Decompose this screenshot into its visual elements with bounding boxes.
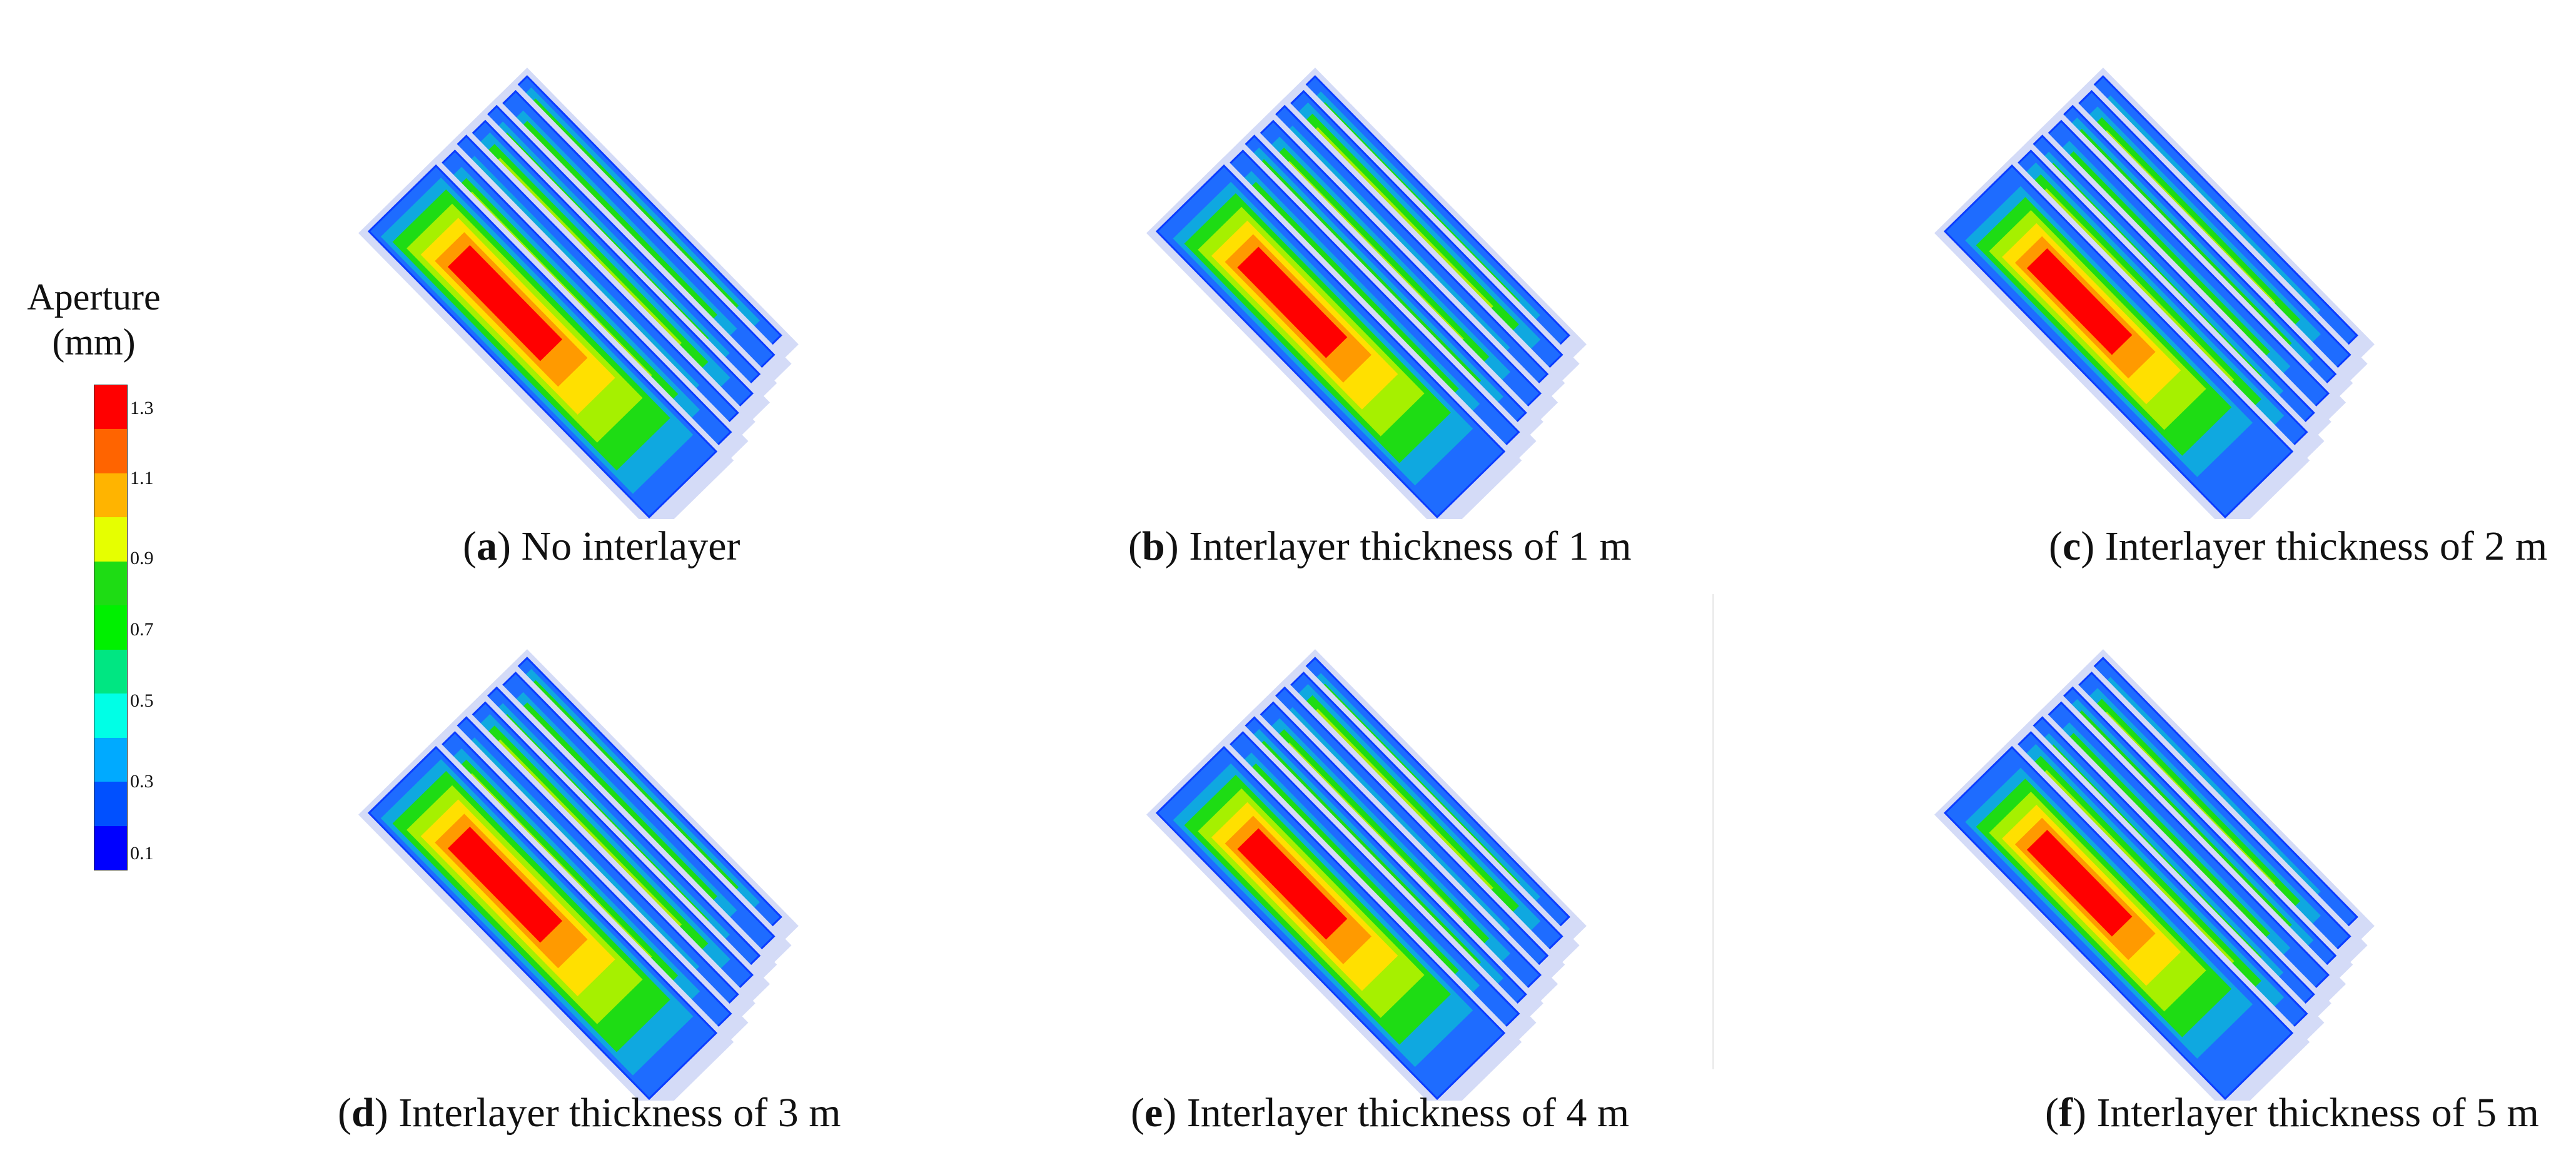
legend-tick: 1.3: [130, 398, 154, 418]
caption-c: (c) Interlayer thickness of 2 m: [2049, 523, 2548, 569]
caption-letter: e: [1144, 1090, 1163, 1136]
fracture-panel-a: [350, 19, 1001, 519]
legend-tick: 0.7: [130, 619, 154, 640]
colorbar-band: [94, 782, 127, 827]
legend-tick: 0.3: [130, 771, 154, 792]
caption-text: Interlayer thickness of 5 m: [2086, 1090, 2539, 1136]
fracture-plot-b: [1146, 68, 1587, 519]
divider-line: [1712, 594, 1714, 1069]
colorbar-band: [94, 694, 127, 739]
colorbar: [94, 385, 128, 870]
colorbar-band: [94, 473, 127, 518]
legend-tick: 0.1: [130, 843, 154, 864]
fracture-plot-f: [1934, 649, 2375, 1101]
colorbar-band: [94, 517, 127, 562]
fracture-plot-d: [358, 649, 799, 1101]
caption-letter: a: [476, 523, 497, 569]
legend-tick: 1.1: [130, 468, 154, 488]
colorbar-band: [94, 737, 127, 782]
fracture-contour: [447, 245, 563, 361]
caption-letter: c: [2062, 523, 2081, 569]
caption-letter: d: [351, 1090, 375, 1136]
colorbar-band: [94, 605, 127, 650]
fracture-panel-c: [1926, 19, 2576, 519]
fracture-contour: [2026, 248, 2133, 355]
legend-tick: 0.5: [130, 690, 154, 711]
fracture-contour: [2026, 830, 2133, 937]
caption-letter: f: [2058, 1090, 2073, 1136]
caption-letter: b: [1141, 523, 1165, 569]
caption-b: (b) Interlayer thickness of 1 m: [1128, 523, 1632, 569]
caption-f: (f) Interlayer thickness of 5 m: [2045, 1090, 2539, 1136]
fracture-contour: [447, 827, 563, 943]
fracture-plot-c: [1934, 68, 2375, 519]
legend-title-line2: (mm): [52, 321, 136, 363]
legend-tick: 0.9: [130, 548, 154, 568]
fracture-contour: [1237, 246, 1348, 358]
colorbar-band: [94, 649, 127, 694]
fracture-plot-a: [358, 68, 799, 519]
fracture-panel-f: [1926, 600, 2576, 1101]
aperture-legend: Aperture (mm) 1.3 1.1 0.9 0.7 0.5 0.3 0.…: [0, 275, 188, 888]
caption-text: Interlayer thickness of 2 m: [2094, 523, 2548, 569]
colorbar-band: [94, 825, 127, 870]
colorbar-band: [94, 429, 127, 474]
colorbar-band: [94, 385, 127, 430]
caption-text: No interlayer: [510, 523, 740, 569]
fracture-panel-b: [1138, 19, 1789, 519]
colorbar-band: [94, 561, 127, 606]
caption-a: (a) No interlayer: [463, 523, 740, 569]
caption-text: Interlayer thickness of 3 m: [388, 1090, 841, 1136]
fracture-panel-d: [350, 600, 1001, 1101]
fracture-contour: [1237, 828, 1348, 940]
fracture-panel-e: [1138, 600, 1789, 1101]
caption-e: (e) Interlayer thickness of 4 m: [1131, 1090, 1630, 1136]
fracture-plot-e: [1146, 649, 1587, 1101]
caption-text: Interlayer thickness of 4 m: [1176, 1090, 1630, 1136]
caption-text: Interlayer thickness of 1 m: [1178, 523, 1632, 569]
legend-title-line1: Aperture: [27, 276, 161, 318]
caption-d: (d) Interlayer thickness of 3 m: [338, 1090, 841, 1136]
